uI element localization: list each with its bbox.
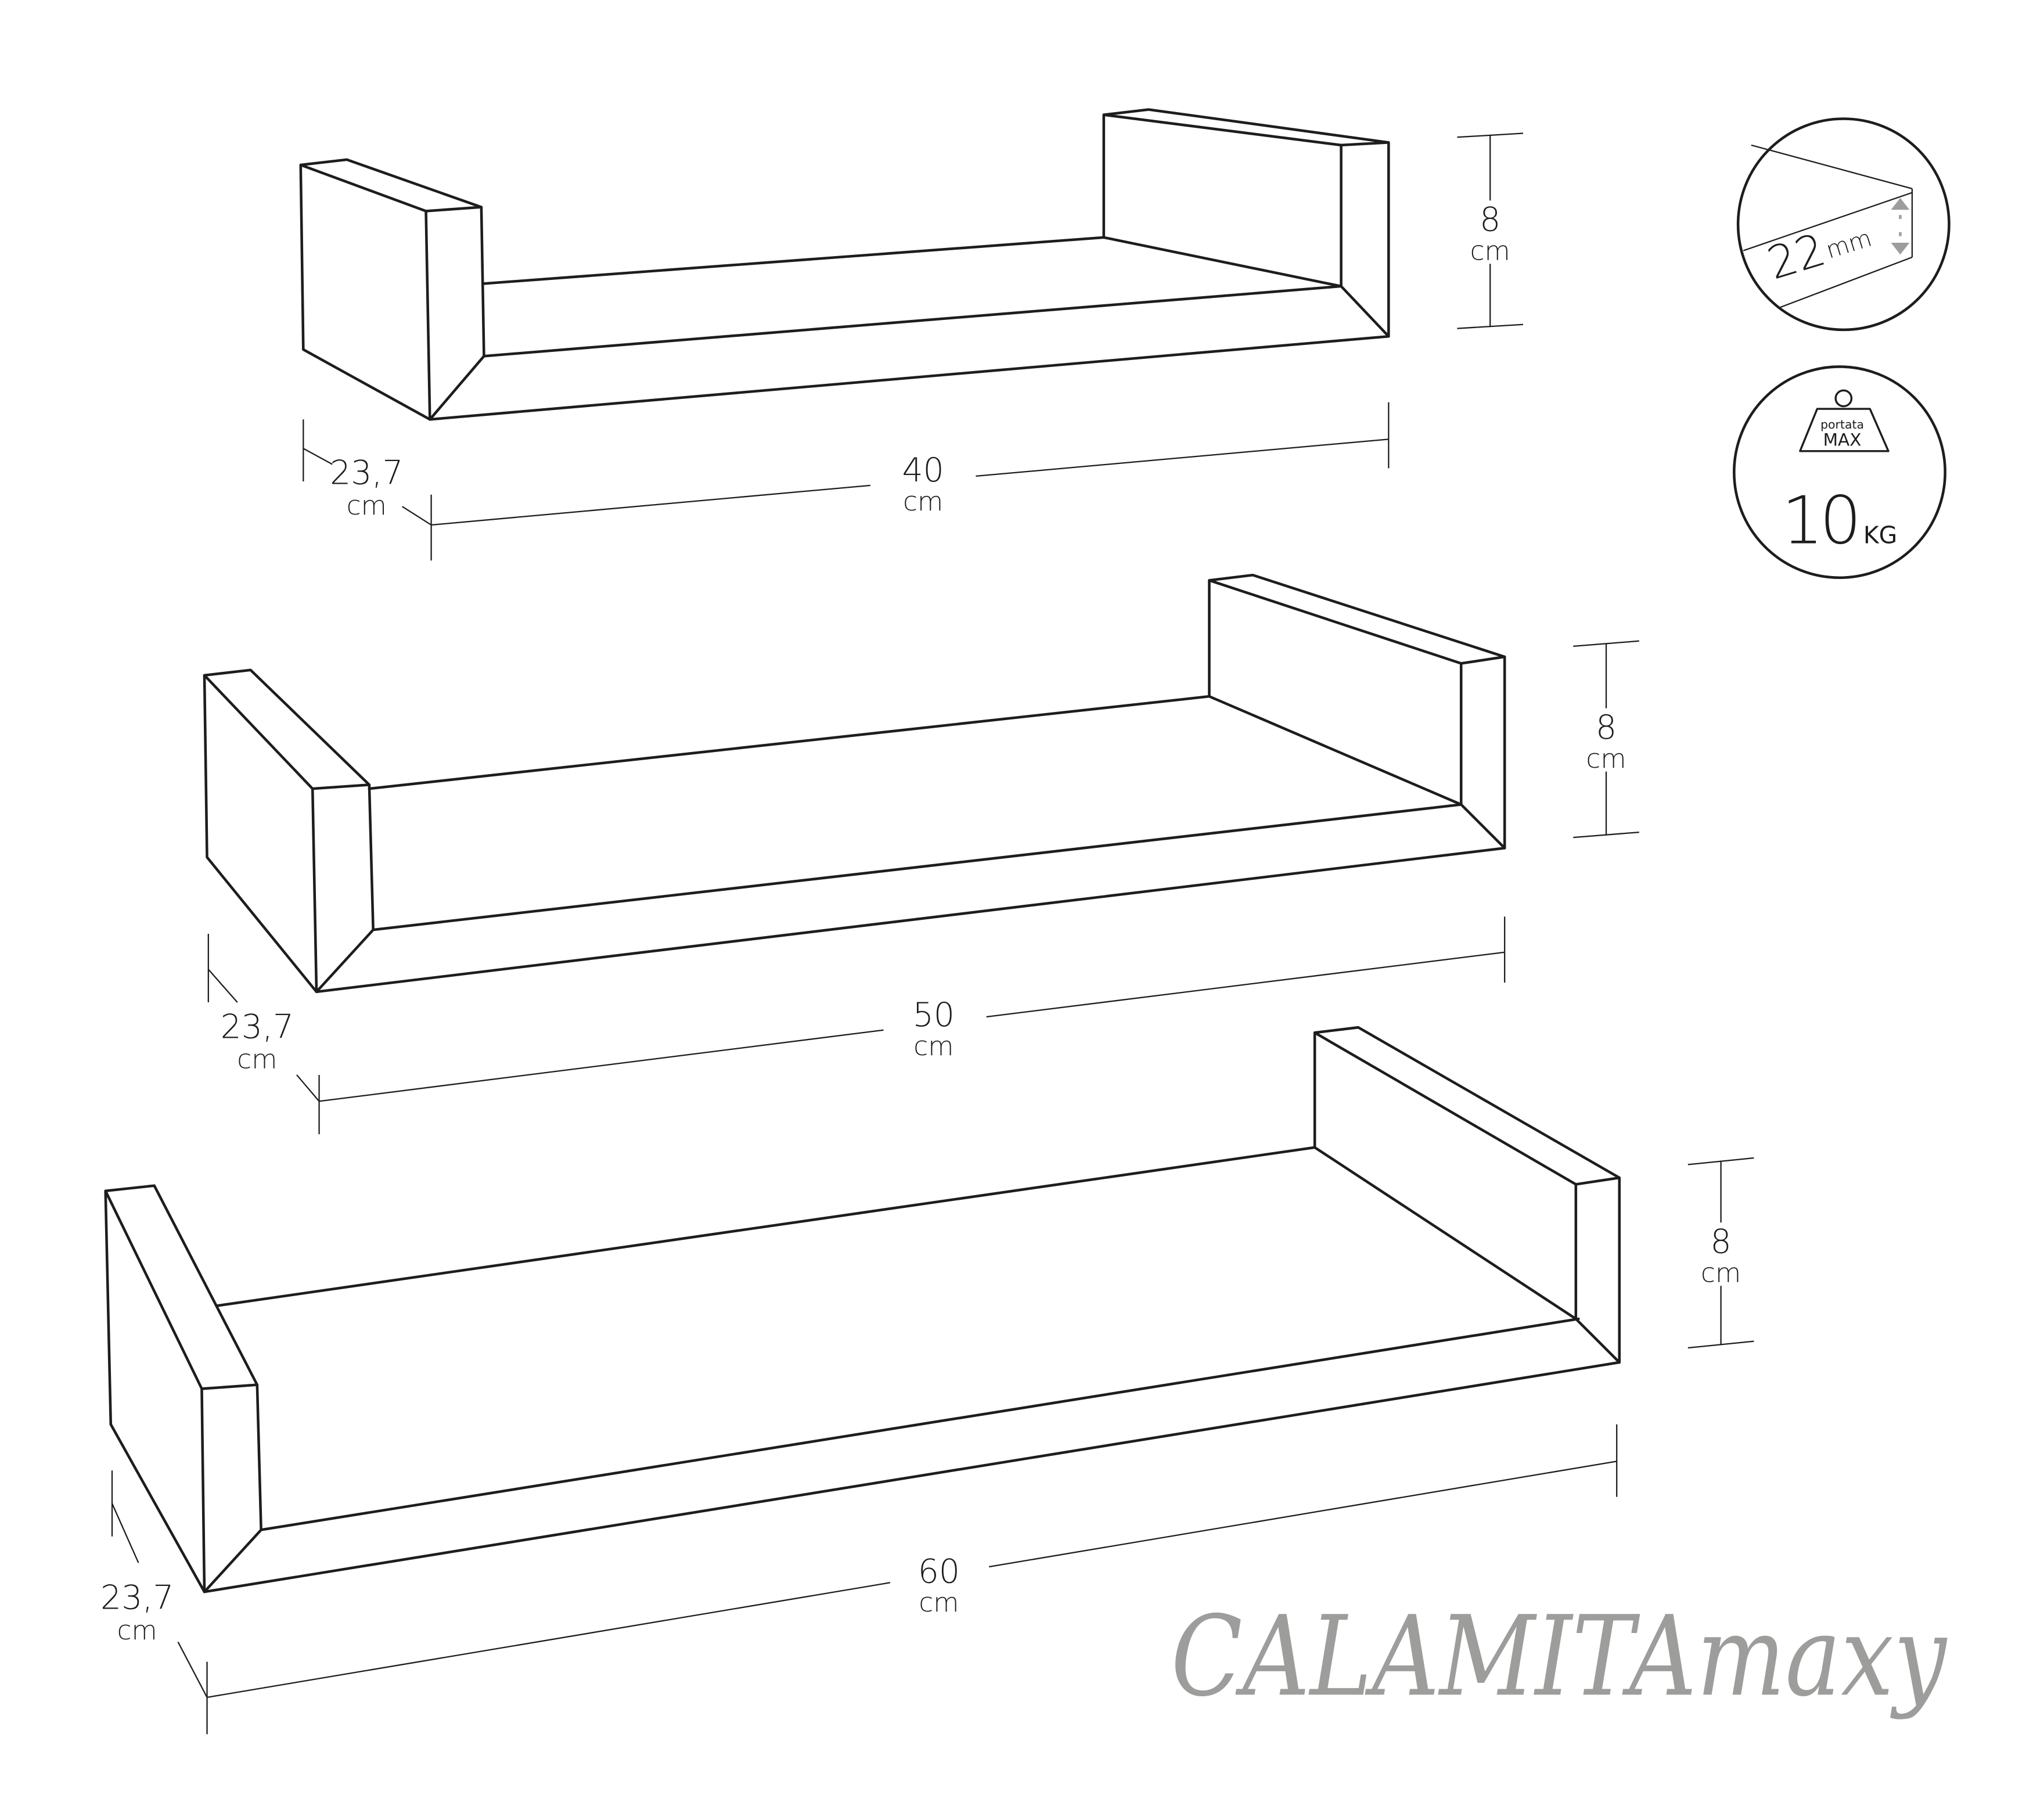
shelf-edge bbox=[1208, 695, 1463, 806]
height-dimension: 8 cm bbox=[1573, 640, 1639, 839]
shelf-50cm: 8 cm 50 cm 23,7 cm bbox=[203, 573, 1639, 1135]
width-dimension: 40 cm bbox=[430, 402, 1390, 561]
shelf-edge bbox=[315, 928, 375, 994]
shelf-edge bbox=[1574, 1317, 1621, 1364]
depth-unit: cm bbox=[117, 1615, 157, 1646]
shelf-edge bbox=[1459, 803, 1506, 850]
shelf-left-end bbox=[299, 158, 483, 421]
depth-dimension: 23,7 cm bbox=[303, 419, 432, 526]
shelf-edge bbox=[1313, 1146, 1578, 1321]
shelf-front-edge bbox=[372, 803, 1463, 931]
height-unit: cm bbox=[1701, 1257, 1741, 1288]
shelf-front-edge bbox=[260, 1317, 1580, 1531]
shelf-left-end bbox=[203, 668, 371, 994]
height-dimension: 8 cm bbox=[1687, 1157, 1754, 1349]
shelf-back-edge bbox=[483, 236, 1106, 285]
shelf-right-end bbox=[1102, 108, 1390, 239]
depth-value: 23,7 bbox=[100, 1579, 174, 1617]
shelf-back-edge bbox=[368, 695, 1211, 790]
height-dimension: 8 cm bbox=[1457, 132, 1524, 329]
width-unit: cm bbox=[913, 1031, 953, 1062]
width-dimension: 50 cm bbox=[318, 916, 1506, 1135]
shelf-edge bbox=[429, 354, 485, 421]
depth-value: 23,7 bbox=[221, 1008, 294, 1046]
double-arrow-icon bbox=[1891, 197, 1910, 255]
brand-logo: CALAMITAmaxy bbox=[1171, 1592, 1948, 1721]
shelf-right-end bbox=[1313, 1026, 1621, 1186]
load-value: 10 bbox=[1782, 483, 1858, 559]
width-unit: cm bbox=[903, 486, 943, 517]
shelf-edge bbox=[480, 206, 485, 358]
max-load-badge: portata MAX 10 KG bbox=[1733, 365, 1946, 580]
height-value: 8 bbox=[1596, 708, 1617, 747]
shelf-edge bbox=[368, 783, 375, 931]
shelf-left-end bbox=[104, 1184, 259, 1593]
width-value: 60 bbox=[918, 1552, 960, 1591]
shelf-bottom-edge bbox=[429, 334, 1390, 421]
width-dimension: 60 cm bbox=[206, 1424, 1618, 1735]
shelf-edge bbox=[1340, 285, 1390, 338]
depth-dimension: 23,7 cm bbox=[100, 1470, 208, 1698]
shelf-edge bbox=[1102, 236, 1343, 288]
thickness-value: 22 bbox=[1762, 224, 1831, 290]
width-value: 50 bbox=[913, 996, 955, 1034]
height-unit: cm bbox=[1586, 743, 1626, 774]
shelf-right-end bbox=[1208, 573, 1506, 698]
shelf-bottom-edge bbox=[315, 847, 1506, 994]
load-label-bottom: MAX bbox=[1823, 430, 1862, 450]
depth-dimension: 23,7 cm bbox=[207, 933, 320, 1102]
height-value: 8 bbox=[1480, 201, 1500, 239]
depth-unit: cm bbox=[237, 1044, 277, 1075]
height-unit: cm bbox=[1470, 235, 1510, 266]
shelf-40cm: 8 cm 40 cm 23,7 cm bbox=[299, 108, 1524, 561]
shelf-bottom-edge bbox=[203, 1361, 1621, 1593]
shelf-edge bbox=[256, 1383, 262, 1531]
load-label-top: portata bbox=[1820, 418, 1864, 431]
width-unit: cm bbox=[919, 1587, 959, 1618]
load-unit: KG bbox=[1863, 521, 1897, 549]
width-value: 40 bbox=[902, 451, 944, 490]
shelf-60cm: 8 cm 60 cm 23,7 cm bbox=[100, 1026, 1754, 1735]
depth-value: 23,7 bbox=[330, 454, 403, 492]
shelf-edge bbox=[203, 1528, 262, 1593]
shelf-back-edge bbox=[216, 1146, 1316, 1307]
height-value: 8 bbox=[1711, 1223, 1732, 1261]
shelf-front-edge bbox=[483, 285, 1343, 358]
weight-icon bbox=[1799, 389, 1890, 452]
thickness-unit: mm bbox=[1823, 224, 1875, 264]
thickness-badge: 22 mm bbox=[1736, 117, 1951, 332]
depth-unit: cm bbox=[347, 490, 387, 521]
